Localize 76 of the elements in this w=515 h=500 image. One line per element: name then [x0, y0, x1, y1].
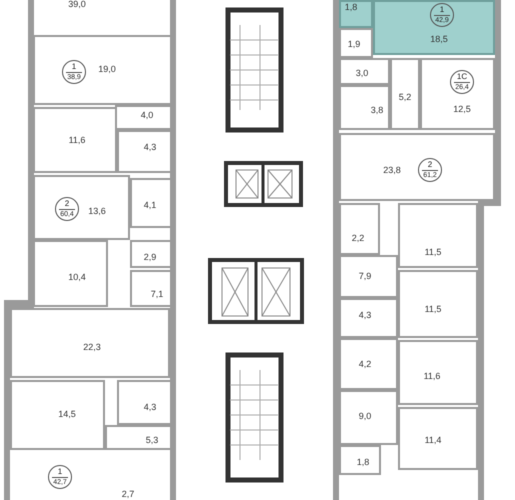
area-label: 3,8 [370, 105, 384, 115]
room-outline [130, 270, 173, 307]
area-label: 11,6 [424, 371, 440, 381]
area-label: 14,5 [58, 409, 76, 419]
room-outline [420, 58, 495, 130]
area-label: 4,3 [144, 402, 156, 412]
area-label: 7,9 [358, 271, 372, 281]
room-outline [105, 425, 173, 450]
area-label: 18,5 [430, 34, 448, 44]
room-outline [339, 203, 380, 255]
room-outline [339, 298, 398, 338]
area-label: 1,8 [356, 457, 370, 467]
apartment-badge [48, 465, 72, 489]
room-outline [339, 58, 390, 85]
area-label: 39,0 [68, 0, 86, 9]
room-outline [398, 203, 478, 268]
room-outline [33, 240, 108, 307]
area-label: 5,3 [146, 435, 158, 445]
room-count: 2 [426, 160, 434, 170]
room-outline [339, 390, 398, 445]
apartment-badge [450, 70, 474, 94]
area-label: 10,4 [68, 272, 86, 282]
area-label: 11,6 [68, 135, 86, 145]
room-count: 2 [64, 199, 70, 209]
apartment-badge [418, 158, 442, 182]
area-label: 22,3 [83, 342, 101, 352]
room-outline [10, 308, 170, 378]
area-label: 2,7 [122, 489, 134, 499]
room-outline [33, 35, 173, 105]
area-label: 4,1 [144, 200, 156, 210]
room-outline [398, 340, 478, 405]
room-count: 1 [56, 467, 64, 477]
room-outline [339, 255, 398, 298]
area-label: 4,0 [140, 110, 154, 120]
room-outline [117, 130, 173, 173]
room-outline [117, 380, 173, 425]
area-label: 19,0 [98, 64, 116, 74]
area-label: 3,0 [356, 68, 368, 78]
room-outline [33, 175, 130, 240]
area-label: 23,8 [383, 165, 401, 175]
apartment-badge [55, 197, 79, 221]
room-count: 1С [456, 72, 468, 82]
area-label: 4,3 [144, 142, 156, 152]
apartment-badge [62, 60, 86, 84]
room-outline [390, 58, 420, 130]
area-label: 2,9 [144, 252, 156, 262]
area-label: 11,4 [424, 435, 442, 445]
area-label: 1,8 [344, 2, 358, 12]
area-label: 4,2 [358, 359, 372, 369]
area-label: 4,3 [358, 310, 372, 320]
room-outline [10, 380, 105, 450]
room-outline [339, 28, 373, 58]
room-outline [339, 338, 398, 390]
area-label: 5,2 [398, 92, 412, 102]
room-count: 1 [438, 5, 446, 15]
room-outline [130, 178, 173, 228]
room-count: 1 [70, 62, 78, 72]
room-outline [33, 107, 117, 173]
area-label: 11,5 [424, 304, 442, 314]
apartment-badge [430, 3, 454, 27]
room-outline [115, 105, 173, 130]
room-outline [373, 0, 495, 55]
room-outline [339, 133, 495, 201]
area-label: 2,2 [352, 233, 364, 243]
room-outline [398, 407, 478, 470]
area-label: 12,5 [453, 104, 471, 114]
room-outline [339, 0, 373, 28]
area-label: 7,1 [150, 289, 164, 299]
area-label: 11,5 [424, 247, 442, 257]
room-outline [398, 270, 478, 338]
area-label: 9,0 [358, 411, 372, 421]
area-label: 1,9 [348, 39, 360, 49]
room-outline [339, 85, 390, 130]
area-label: 13,6 [88, 206, 106, 216]
room-outline [130, 240, 173, 268]
room-outline [339, 445, 381, 475]
